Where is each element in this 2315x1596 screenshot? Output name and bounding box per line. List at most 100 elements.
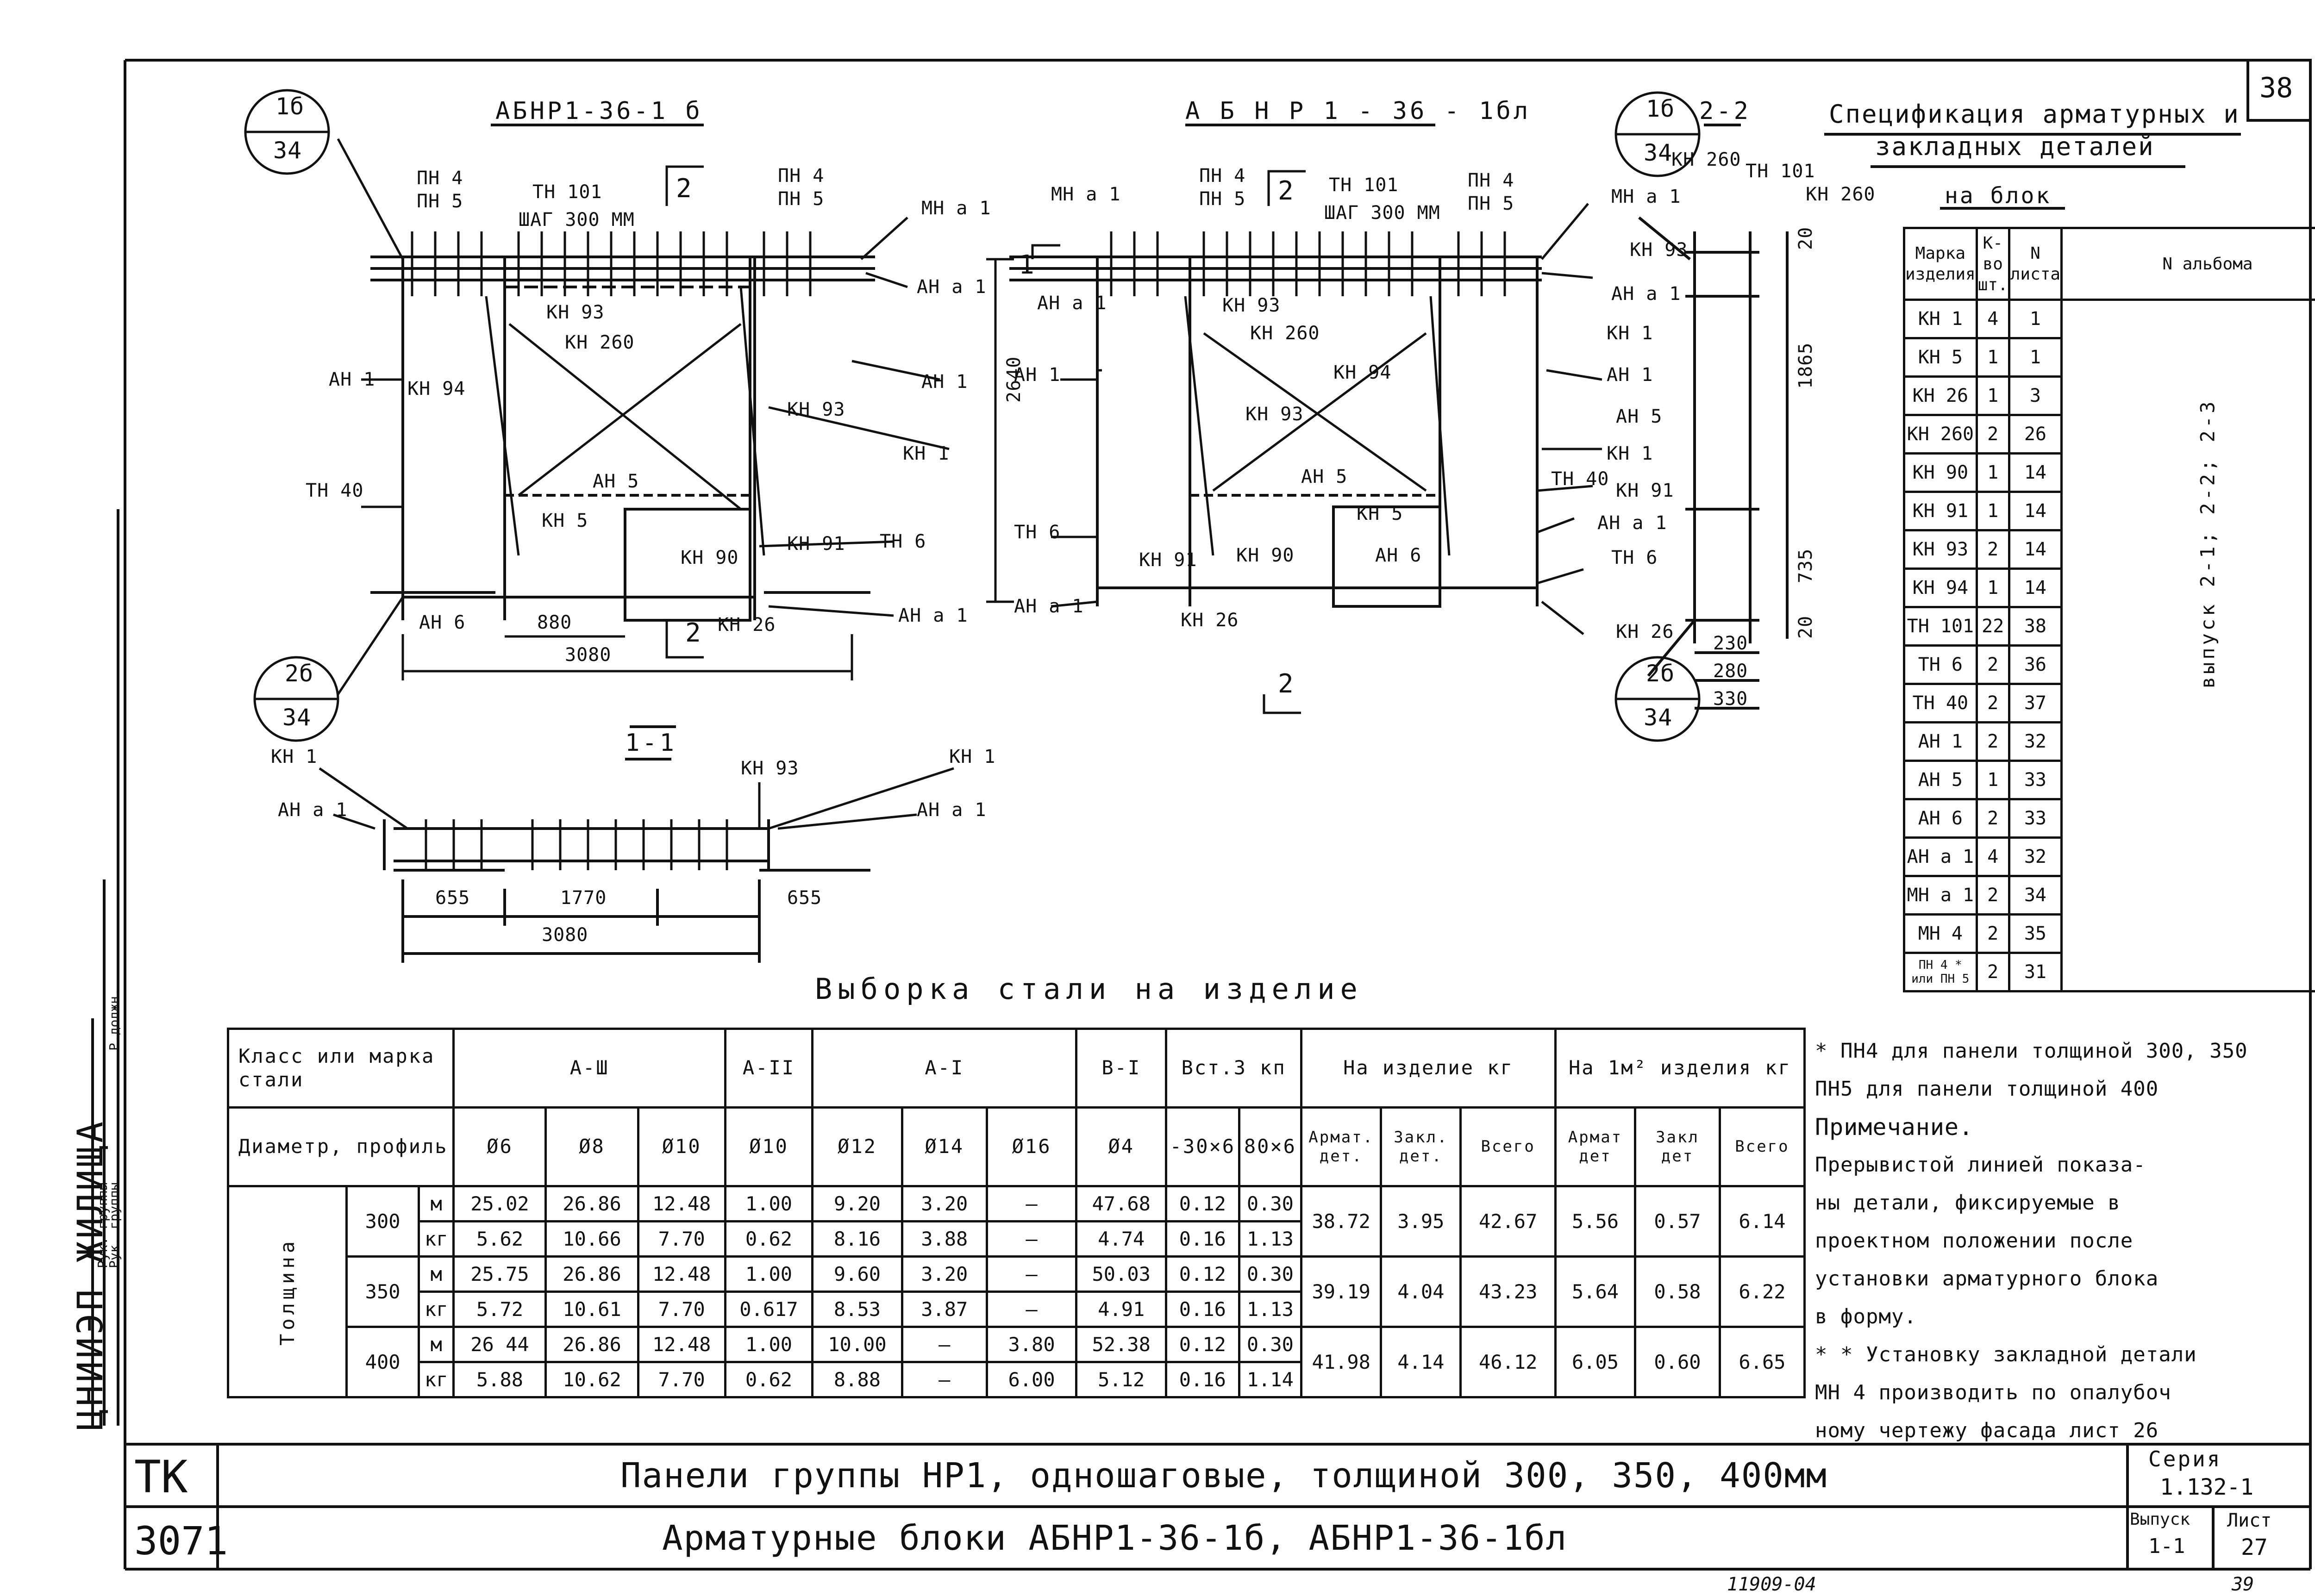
steel-unit: кг xyxy=(418,1291,455,1328)
steel-total-cell: 6.65 xyxy=(1718,1326,1806,1398)
label-kn93-s22: КН 93 xyxy=(1630,239,1688,261)
label-pn5-right-r: ПН 5 xyxy=(1468,193,1514,214)
steel-cell: 3.20 xyxy=(901,1185,988,1222)
stamp-list-label: Лист xyxy=(2227,1510,2272,1531)
steel-cell: 9.20 xyxy=(811,1185,903,1222)
side-stamp-r2: Рук. группы xyxy=(106,1182,122,1268)
dim-20-bot: 20 xyxy=(1795,615,1816,639)
label-mna1-s22: МН а 1 xyxy=(1611,186,1681,207)
steel-cell: 0.16 xyxy=(1165,1291,1240,1328)
steel-cell: 8.88 xyxy=(811,1361,903,1398)
steel-cell: 3.88 xyxy=(901,1220,988,1258)
steel-cell: 5.72 xyxy=(452,1291,547,1328)
steel-cell: 6.00 xyxy=(985,1361,1078,1398)
dim-655-right: 655 xyxy=(787,887,822,909)
steel-diam-header: Ø10 xyxy=(637,1106,726,1187)
steel-total-cell: 39.19 xyxy=(1300,1255,1383,1328)
spec-title-line2: закладных деталей xyxy=(1875,132,2155,161)
label-kn5-left: КН 5 xyxy=(542,510,588,531)
label-kn94-right: КН 94 xyxy=(1333,362,1392,383)
steel-thickness-value: 350 xyxy=(345,1255,420,1328)
label-tn40-s22: ТН 40 xyxy=(1551,468,1609,490)
label-kn93-left: КН 93 xyxy=(546,302,605,323)
steel-diam-header: Армат. дет. xyxy=(1300,1106,1383,1187)
label-kn26-right: КН 26 xyxy=(1181,610,1239,631)
spec-cell-mark: КН 91 xyxy=(1903,491,1978,531)
note-line: ПН5 для панели толщиной 400 xyxy=(1815,1077,2159,1101)
label-an1-left: АН 1 xyxy=(329,369,375,390)
steel-class-b1: В-I xyxy=(1075,1028,1168,1109)
steel-diam-header: -30×6 xyxy=(1165,1106,1240,1187)
steel-cell: 7.70 xyxy=(637,1220,726,1258)
label-an5-left: АН 5 xyxy=(593,471,639,492)
label-kn1-s11-right: КН 1 xyxy=(949,746,996,767)
title-left-elevation: АБНР1-36-1 б xyxy=(495,97,703,125)
spec-cell-sheet: 37 xyxy=(2008,683,2063,723)
steel-unit: м xyxy=(418,1326,455,1363)
steel-diam-header: Армат дет xyxy=(1554,1106,1637,1187)
spec-cell-mark: МН 4 xyxy=(1903,913,1978,954)
steel-cell: 3.20 xyxy=(901,1255,988,1293)
spec-cell-qty: 1 xyxy=(1975,452,2010,493)
spec-cell-qty: 22 xyxy=(1975,606,2010,647)
label-kn1-s22-b: КН 1 xyxy=(1607,443,1653,464)
steel-cell: — xyxy=(985,1185,1078,1222)
spec-cell-mark: АН 6 xyxy=(1903,798,1978,839)
label-ana1-s22: АН а 1 xyxy=(1611,283,1681,305)
steel-total-cell: 6.14 xyxy=(1718,1185,1806,1258)
stamp-series: 1.132-1 xyxy=(2160,1474,2254,1500)
spec-cell-sheet: 32 xyxy=(2008,721,2063,762)
spec-cell-sheet: 34 xyxy=(2008,875,2063,916)
spec-cell-sheet: 1 xyxy=(2008,337,2063,378)
steel-cell: 1.00 xyxy=(724,1255,814,1293)
spec-cell-qty: 1 xyxy=(1975,337,2010,378)
label-section-2-left-bot: 2 xyxy=(685,618,701,648)
steel-diam-header: Ø8 xyxy=(544,1106,639,1187)
spec-cell-sheet: 33 xyxy=(2008,760,2063,800)
steel-diam-header: Закл. дет. xyxy=(1380,1106,1462,1187)
title-right-elevation: А Б Н Р 1 - 36 - 1бл xyxy=(1185,97,1531,125)
steel-cell: 7.70 xyxy=(637,1361,726,1398)
spec-cell-sheet: 38 xyxy=(2008,606,2063,647)
steel-cell: 10.62 xyxy=(544,1361,639,1398)
steel-cell: 0.12 xyxy=(1165,1326,1240,1363)
steel-cell: 10.61 xyxy=(544,1291,639,1328)
label-kn90-right: КН 90 xyxy=(1236,545,1295,566)
steel-cell: — xyxy=(985,1291,1078,1328)
spec-cell-qty: 1 xyxy=(1975,375,2010,416)
steel-total-cell: 6.22 xyxy=(1718,1255,1806,1328)
spec-cell-qty: 2 xyxy=(1975,529,2010,570)
label-shag-right: ШАГ 300 ММ xyxy=(1324,202,1440,224)
steel-cell: 1.14 xyxy=(1238,1361,1303,1398)
footer-inventory: 11909-04 xyxy=(1727,1574,1816,1595)
note-line: Примечание. xyxy=(1815,1114,1974,1141)
steel-cell: 4.74 xyxy=(1075,1220,1168,1258)
steel-total-cell: 6.05 xyxy=(1554,1326,1637,1398)
steel-total-cell: 41.98 xyxy=(1300,1326,1383,1398)
steel-total-cell: 0.58 xyxy=(1634,1255,1721,1328)
dim-20-top: 20 xyxy=(1795,226,1816,250)
steel-class-a1: А-I xyxy=(811,1028,1078,1109)
steel-total-cell: 5.64 xyxy=(1554,1255,1637,1328)
label-kn91-s22: КН 91 xyxy=(1616,480,1674,501)
steel-cell: 10.00 xyxy=(811,1326,903,1363)
steel-diam-header: Ø10 xyxy=(724,1106,814,1187)
label-tn6-s22: ТН 6 xyxy=(1611,547,1658,568)
steel-diam-header: Ø14 xyxy=(901,1106,988,1187)
label-pn5-left: ПН 5 xyxy=(417,191,463,212)
steel-diam-header: Ø6 xyxy=(452,1106,547,1187)
spec-cell-qty: 2 xyxy=(1975,913,2010,954)
spec-cell-qty: 1 xyxy=(1975,760,2010,800)
spec-cell-qty: 1 xyxy=(1975,491,2010,531)
label-pn4-right: ПН 4 xyxy=(1199,165,1246,187)
spec-cell-sheet: 14 xyxy=(2008,529,2063,570)
label-section-2-left-top: 2 xyxy=(676,174,692,204)
